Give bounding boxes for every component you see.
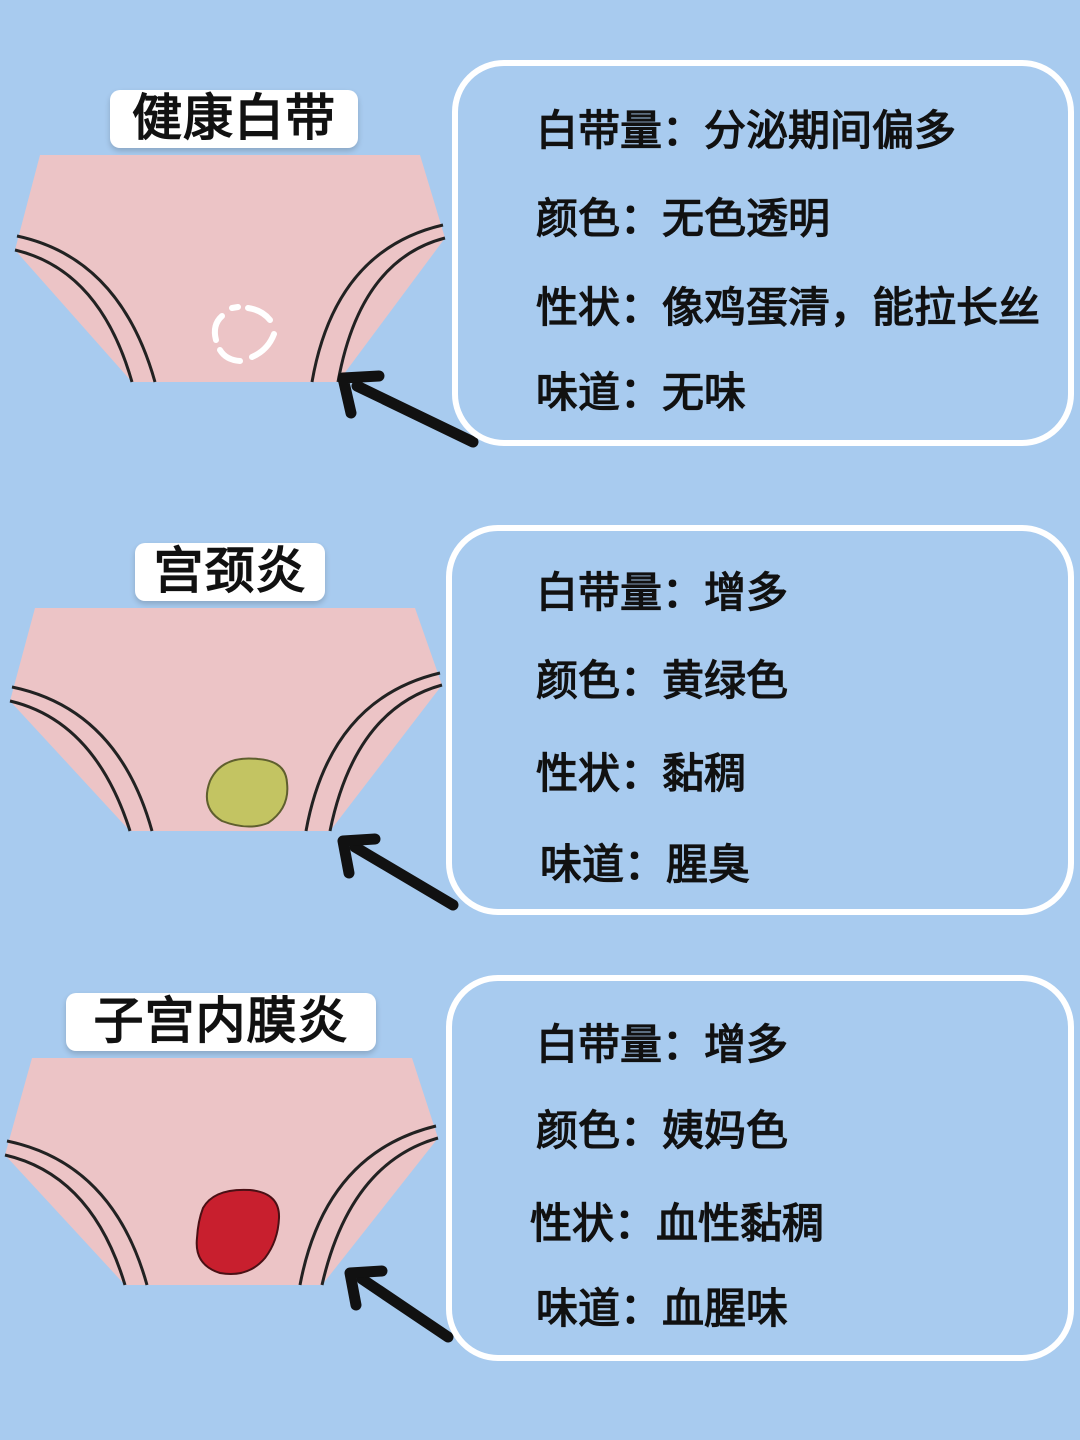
leg-seam [11,685,154,832]
info-texture: 性状：黏稠 [536,749,747,798]
leg-seam [6,1139,149,1286]
info-smell: 味道：无味 [536,368,747,417]
info-color: 颜色：无色透明 [536,194,831,243]
pointer-arrow [337,370,479,448]
leg-seam [298,1124,437,1286]
leg-seam [320,1136,439,1286]
leg-seam [4,1153,127,1286]
discharge-stain [211,304,277,364]
section-title: 子宫内膜炎 [66,993,376,1051]
underwear-body [5,1058,438,1285]
leg-seam [14,248,134,383]
section-cervicitis: 宫颈炎 白带量：增多 颜色：黄绿色 性状：黏稠 味道：腥臭 [9,525,1074,915]
underwear-body [10,608,442,831]
leg-seam [310,223,444,383]
pointer-arrow [337,833,459,911]
leg-seam [336,236,446,383]
info-texture: 性状：像鸡蛋清，能拉长丝 [536,283,1041,332]
info-card: 白带量：分泌期间偏多 颜色：无色透明 性状：像鸡蛋清，能拉长丝 味道：无味 [452,60,1074,446]
info-color: 颜色：姨妈色 [536,1106,789,1155]
section-healthy: 健康白带 白带量：分泌期间偏多 颜色：无色透明 性状：像鸡蛋清，能拉长丝 味道：… [0,0,1080,470]
leg-seam [9,699,132,832]
underwear-illustration [9,608,443,832]
section-title: 健康白带 [110,90,358,148]
info-amount: 白带量：增多 [536,568,789,617]
info-card: 白带量：增多 颜色：姨妈色 性状：血性黏稠 味道：血腥味 [446,975,1074,1361]
pointer-arrow [344,1265,454,1343]
underwear-illustration [14,155,446,383]
leg-seam [328,683,443,832]
leg-seam [16,234,157,383]
discharge-stain [206,757,289,828]
section-title: 宫颈炎 [135,543,325,601]
info-texture: 性状：血性黏稠 [530,1199,825,1248]
leg-seam [304,671,441,832]
underwear-body [15,155,445,382]
info-amount: 白带量：分泌期间偏多 [536,106,957,155]
info-card: 白带量：增多 颜色：黄绿色 性状：黏稠 味道：腥臭 [446,525,1074,915]
info-smell: 味道：血腥味 [536,1284,789,1333]
discharge-stain [195,1188,281,1275]
info-smell: 味道：腥臭 [540,840,751,889]
info-amount: 白带量：增多 [536,1020,789,1069]
info-color: 颜色：黄绿色 [536,656,789,705]
underwear-illustration [4,1058,439,1286]
